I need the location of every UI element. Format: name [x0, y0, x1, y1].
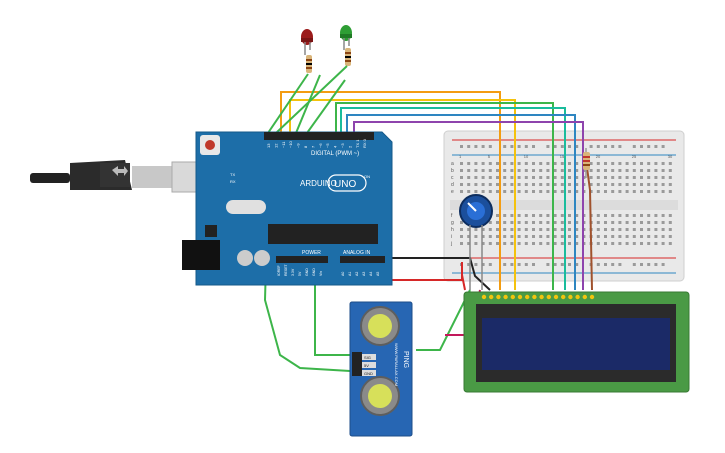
sensor-model: PING: [402, 351, 409, 368]
digital-pin-label: ~3: [340, 143, 345, 148]
breadboard-row-letter: e: [451, 189, 454, 195]
lcd-pin: [532, 294, 537, 300]
digital-pin-label: TX 1: [355, 139, 360, 148]
lcd-pin: [517, 294, 523, 300]
breadboard-resistor: [583, 148, 590, 178]
lcd-pin: [489, 294, 494, 300]
sensor-pin-label: 5V: [364, 363, 369, 368]
breadboard-col-number: 30: [668, 154, 673, 159]
analog-pin-label: A1: [348, 272, 352, 276]
breadboard-row-letter: j: [450, 241, 452, 247]
digital-pin-label: ~11: [281, 141, 286, 148]
lcd-pin: [582, 294, 587, 300]
breadboard-col-number: 15: [560, 154, 565, 159]
digital-pin-label: ~10: [288, 140, 293, 148]
ultrasonic-sensor: PING WWW.PARALLAX.COM SIG 5V GND: [349, 301, 413, 437]
power-jack: [182, 240, 220, 270]
lcd-module: [463, 291, 690, 393]
breadboard-col-number: 10: [524, 154, 529, 159]
lcd-pin: [496, 294, 501, 300]
digital-header: [264, 132, 374, 140]
on-label: ON: [364, 174, 370, 179]
lcd-pin: [539, 294, 544, 300]
breadboard-row-letter: i: [451, 234, 452, 240]
breadboard-col-number: 5: [488, 154, 491, 159]
usb-cable: [30, 160, 205, 193]
lcd-pin: [510, 294, 515, 300]
arduino-board: ARDUINO UNO DIGITAL (PWM ~) POWER ANALOG…: [182, 131, 393, 286]
breadboard-row-letter: h: [451, 227, 454, 233]
breadboard-col-number: 25: [632, 154, 637, 159]
crystal: [226, 200, 266, 214]
analog-pin-label: A4: [369, 272, 373, 276]
sensor-pin-label: GND: [364, 371, 373, 376]
power-pin-label: 5V: [298, 271, 302, 276]
sensor-pin: [362, 362, 376, 368]
power-pin-label: GND: [305, 268, 309, 276]
breadboard-row-letter: b: [451, 168, 454, 174]
digital-pin-label: RX 0: [362, 138, 367, 148]
breadboard-col-number: 20: [596, 154, 601, 159]
power-pin-label: Vin: [319, 271, 323, 276]
analog-header: [340, 256, 385, 263]
lcd-pin: [553, 294, 559, 300]
breadboard-col-number: 1: [459, 154, 462, 159]
analog-pin-label: A3: [362, 272, 366, 276]
digital-pin-label: 13: [266, 143, 271, 148]
digital-pin-label: 12: [273, 143, 278, 148]
power-label: POWER: [302, 250, 321, 256]
power-pin-label: RESET: [284, 263, 288, 276]
analog-pin-label: A2: [355, 272, 359, 276]
red-led: [301, 29, 313, 55]
breadboard-row-letter: g: [451, 220, 454, 226]
sensor-pin-label: SIG: [364, 355, 371, 360]
power-header: [276, 256, 328, 263]
lcd-pin: [589, 294, 595, 300]
lcd-pin: [575, 294, 580, 300]
analog-label: ANALOG IN: [343, 250, 371, 256]
digital-pin-label: 4: [333, 145, 338, 148]
lcd-pin: [568, 294, 573, 300]
digital-pin-label: ~9: [296, 143, 301, 148]
breadboard-row-letter: d: [451, 182, 454, 188]
sensor-pin: [362, 354, 376, 360]
sensor-pin: [362, 370, 376, 376]
breadboard-row-letter: a: [451, 161, 454, 167]
power-pin-label: 3.3V: [291, 268, 295, 276]
digital-pin-label: ~5: [325, 143, 330, 148]
potentiometer[interactable]: [459, 194, 493, 290]
green-led: [340, 25, 352, 50]
power-pin-label: IOREF: [277, 265, 281, 276]
sensor-website: WWW.PARALLAX.COM: [394, 343, 399, 386]
led-resistor-2: [345, 48, 351, 66]
rx-label: RX: [230, 179, 236, 184]
lcd-pin: [546, 294, 551, 300]
digital-label: DIGITAL (PWM ~): [311, 151, 359, 157]
tx-label: TX: [230, 172, 235, 177]
lcd-pin: [561, 294, 566, 300]
led-resistor-1: [306, 55, 312, 73]
atmega-chip: [268, 224, 378, 244]
analog-pin-label: A5: [376, 272, 380, 276]
breadboard-row-letter: c: [451, 175, 454, 181]
digital-pin-label: 7: [310, 145, 315, 148]
lcd-pin: [503, 294, 508, 300]
analog-pin-label: A0: [341, 272, 345, 276]
digital-pin-label: 8: [303, 145, 308, 148]
arduino-model: UNO: [334, 179, 356, 190]
wires: [263, 65, 593, 372]
digital-pin-label: 2: [347, 145, 352, 148]
power-pin-label: GND: [312, 268, 316, 276]
lcd-pin: [525, 294, 530, 300]
arduino-brand: ARDUINO: [300, 179, 337, 188]
digital-pin-label: ~6: [318, 143, 323, 148]
lcd-pin: [481, 294, 487, 300]
breadboard-row-letter: f: [451, 213, 453, 219]
